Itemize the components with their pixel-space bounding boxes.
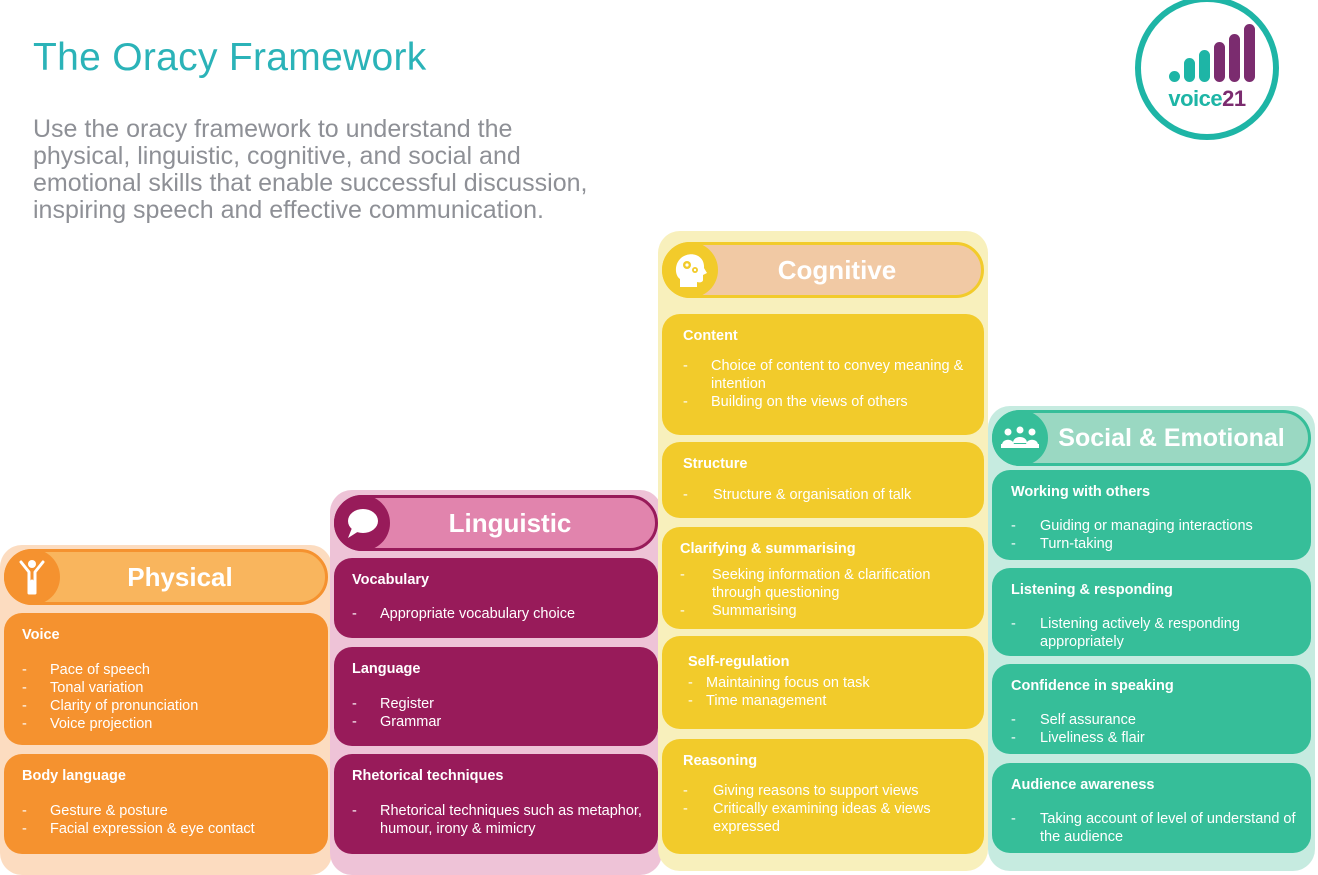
physical-header: Physical	[4, 549, 328, 605]
list-item: Critically examining ideas & views expre…	[683, 800, 970, 836]
head-gears-icon	[662, 242, 718, 298]
card-title: Structure	[683, 456, 748, 472]
card-title: Listening & responding	[1011, 582, 1173, 598]
card-structure: Structure Structure & organisation of ta…	[662, 442, 984, 518]
intro-text: Use the oracy framework to understand th…	[33, 115, 588, 224]
cognitive-title: Cognitive	[777, 254, 897, 285]
cognitive-column: Cognitive Content Choice of content to c…	[658, 231, 988, 871]
physical-title: Physical	[127, 561, 233, 592]
linguistic-title: Linguistic	[448, 507, 572, 538]
card-vocabulary: Vocabulary Appropriate vocabulary choice	[334, 558, 658, 638]
list-item: Taking account of level of understand of…	[1011, 810, 1297, 846]
linguistic-header: Linguistic	[334, 495, 658, 551]
list-item: Time management	[688, 692, 970, 710]
list-item: Structure & organisation of talk	[683, 486, 970, 504]
card-confidence-in-speaking: Confidence in speaking Self assurance Li…	[992, 664, 1311, 754]
card-body-language: Body language Gesture & posture Facial e…	[4, 754, 328, 854]
card-title: Working with others	[1011, 484, 1151, 500]
list-item: Gesture & posture	[22, 802, 314, 820]
voice21-logo: voice21	[1135, 0, 1279, 140]
card-language: Language Register Grammar	[334, 647, 658, 746]
card-title: Body language	[22, 768, 126, 784]
card-title: Language	[352, 661, 421, 677]
list-item: Seeking information & clarification thro…	[680, 566, 970, 602]
list-item: Facial expression & eye contact	[22, 820, 314, 838]
linguistic-column: Linguistic Vocabulary Appropriate vocabu…	[330, 490, 662, 875]
list-item: Building on the views of others	[683, 393, 970, 411]
list-item: Grammar	[352, 713, 644, 731]
card-content: Content Choice of content to convey mean…	[662, 314, 984, 435]
list-item: Rhetorical techniques such as metaphor, …	[352, 802, 644, 838]
list-item: Appropriate vocabulary choice	[352, 605, 644, 623]
list-item: Guiding or managing interactions	[1011, 517, 1297, 535]
social-emotional-column: Social & Emotional Working with others G…	[988, 406, 1315, 871]
logo-wordmark: voice21	[1141, 86, 1273, 112]
list-item: Clarity of pronunciation	[22, 697, 314, 715]
card-title: Rhetorical techniques	[352, 768, 504, 784]
card-audience-awareness: Audience awareness Taking account of lev…	[992, 763, 1311, 853]
card-title: Audience awareness	[1011, 777, 1155, 793]
list-item: Listening actively & responding appropri…	[1011, 615, 1297, 651]
list-item: Self assurance	[1011, 711, 1297, 729]
cognitive-header: Cognitive	[662, 242, 984, 298]
list-item: Turn-taking	[1011, 535, 1297, 553]
card-title: Confidence in speaking	[1011, 678, 1174, 694]
card-reasoning: Reasoning Giving reasons to support view…	[662, 739, 984, 854]
page-title: The Oracy Framework	[33, 36, 427, 79]
card-title: Vocabulary	[352, 572, 430, 588]
card-title: Self-regulation	[688, 654, 790, 670]
card-voice: Voice Pace of speech Tonal variation Cla…	[4, 613, 328, 745]
list-item: Voice projection	[22, 715, 314, 733]
logo-number: 21	[1222, 86, 1246, 111]
list-item: Giving reasons to support views	[683, 782, 970, 800]
card-title: Clarifying & summarising	[680, 541, 856, 557]
social-emotional-title: Social & Emotional	[1058, 423, 1285, 452]
group-people-icon	[992, 410, 1048, 466]
list-item: Liveliness & flair	[1011, 729, 1297, 747]
card-title: Content	[683, 328, 738, 344]
physical-column: Physical Voice Pace of speech Tonal vari…	[0, 545, 332, 875]
list-item: Tonal variation	[22, 679, 314, 697]
card-title: Reasoning	[683, 753, 758, 769]
list-item: Pace of speech	[22, 661, 314, 679]
social-emotional-header: Social & Emotional	[992, 410, 1311, 466]
person-icon	[4, 549, 60, 605]
signal-bars-icon	[1167, 22, 1267, 82]
card-self-regulation: Self-regulation Maintaining focus on tas…	[662, 636, 984, 729]
card-clarifying-summarising: Clarifying & summarising Seeking informa…	[662, 527, 984, 629]
card-title: Voice	[22, 627, 60, 643]
list-item: Maintaining focus on task	[688, 674, 970, 692]
card-rhetorical-techniques: Rhetorical techniques Rhetorical techniq…	[334, 754, 658, 854]
logo-word: voice	[1168, 86, 1223, 111]
list-item: Register	[352, 695, 644, 713]
list-item: Choice of content to convey meaning & in…	[683, 357, 970, 393]
speech-bubble-icon	[334, 495, 390, 551]
card-listening-responding: Listening & responding Listening activel…	[992, 568, 1311, 656]
list-item: Summarising	[680, 602, 970, 620]
card-working-with-others: Working with others Guiding or managing …	[992, 470, 1311, 560]
